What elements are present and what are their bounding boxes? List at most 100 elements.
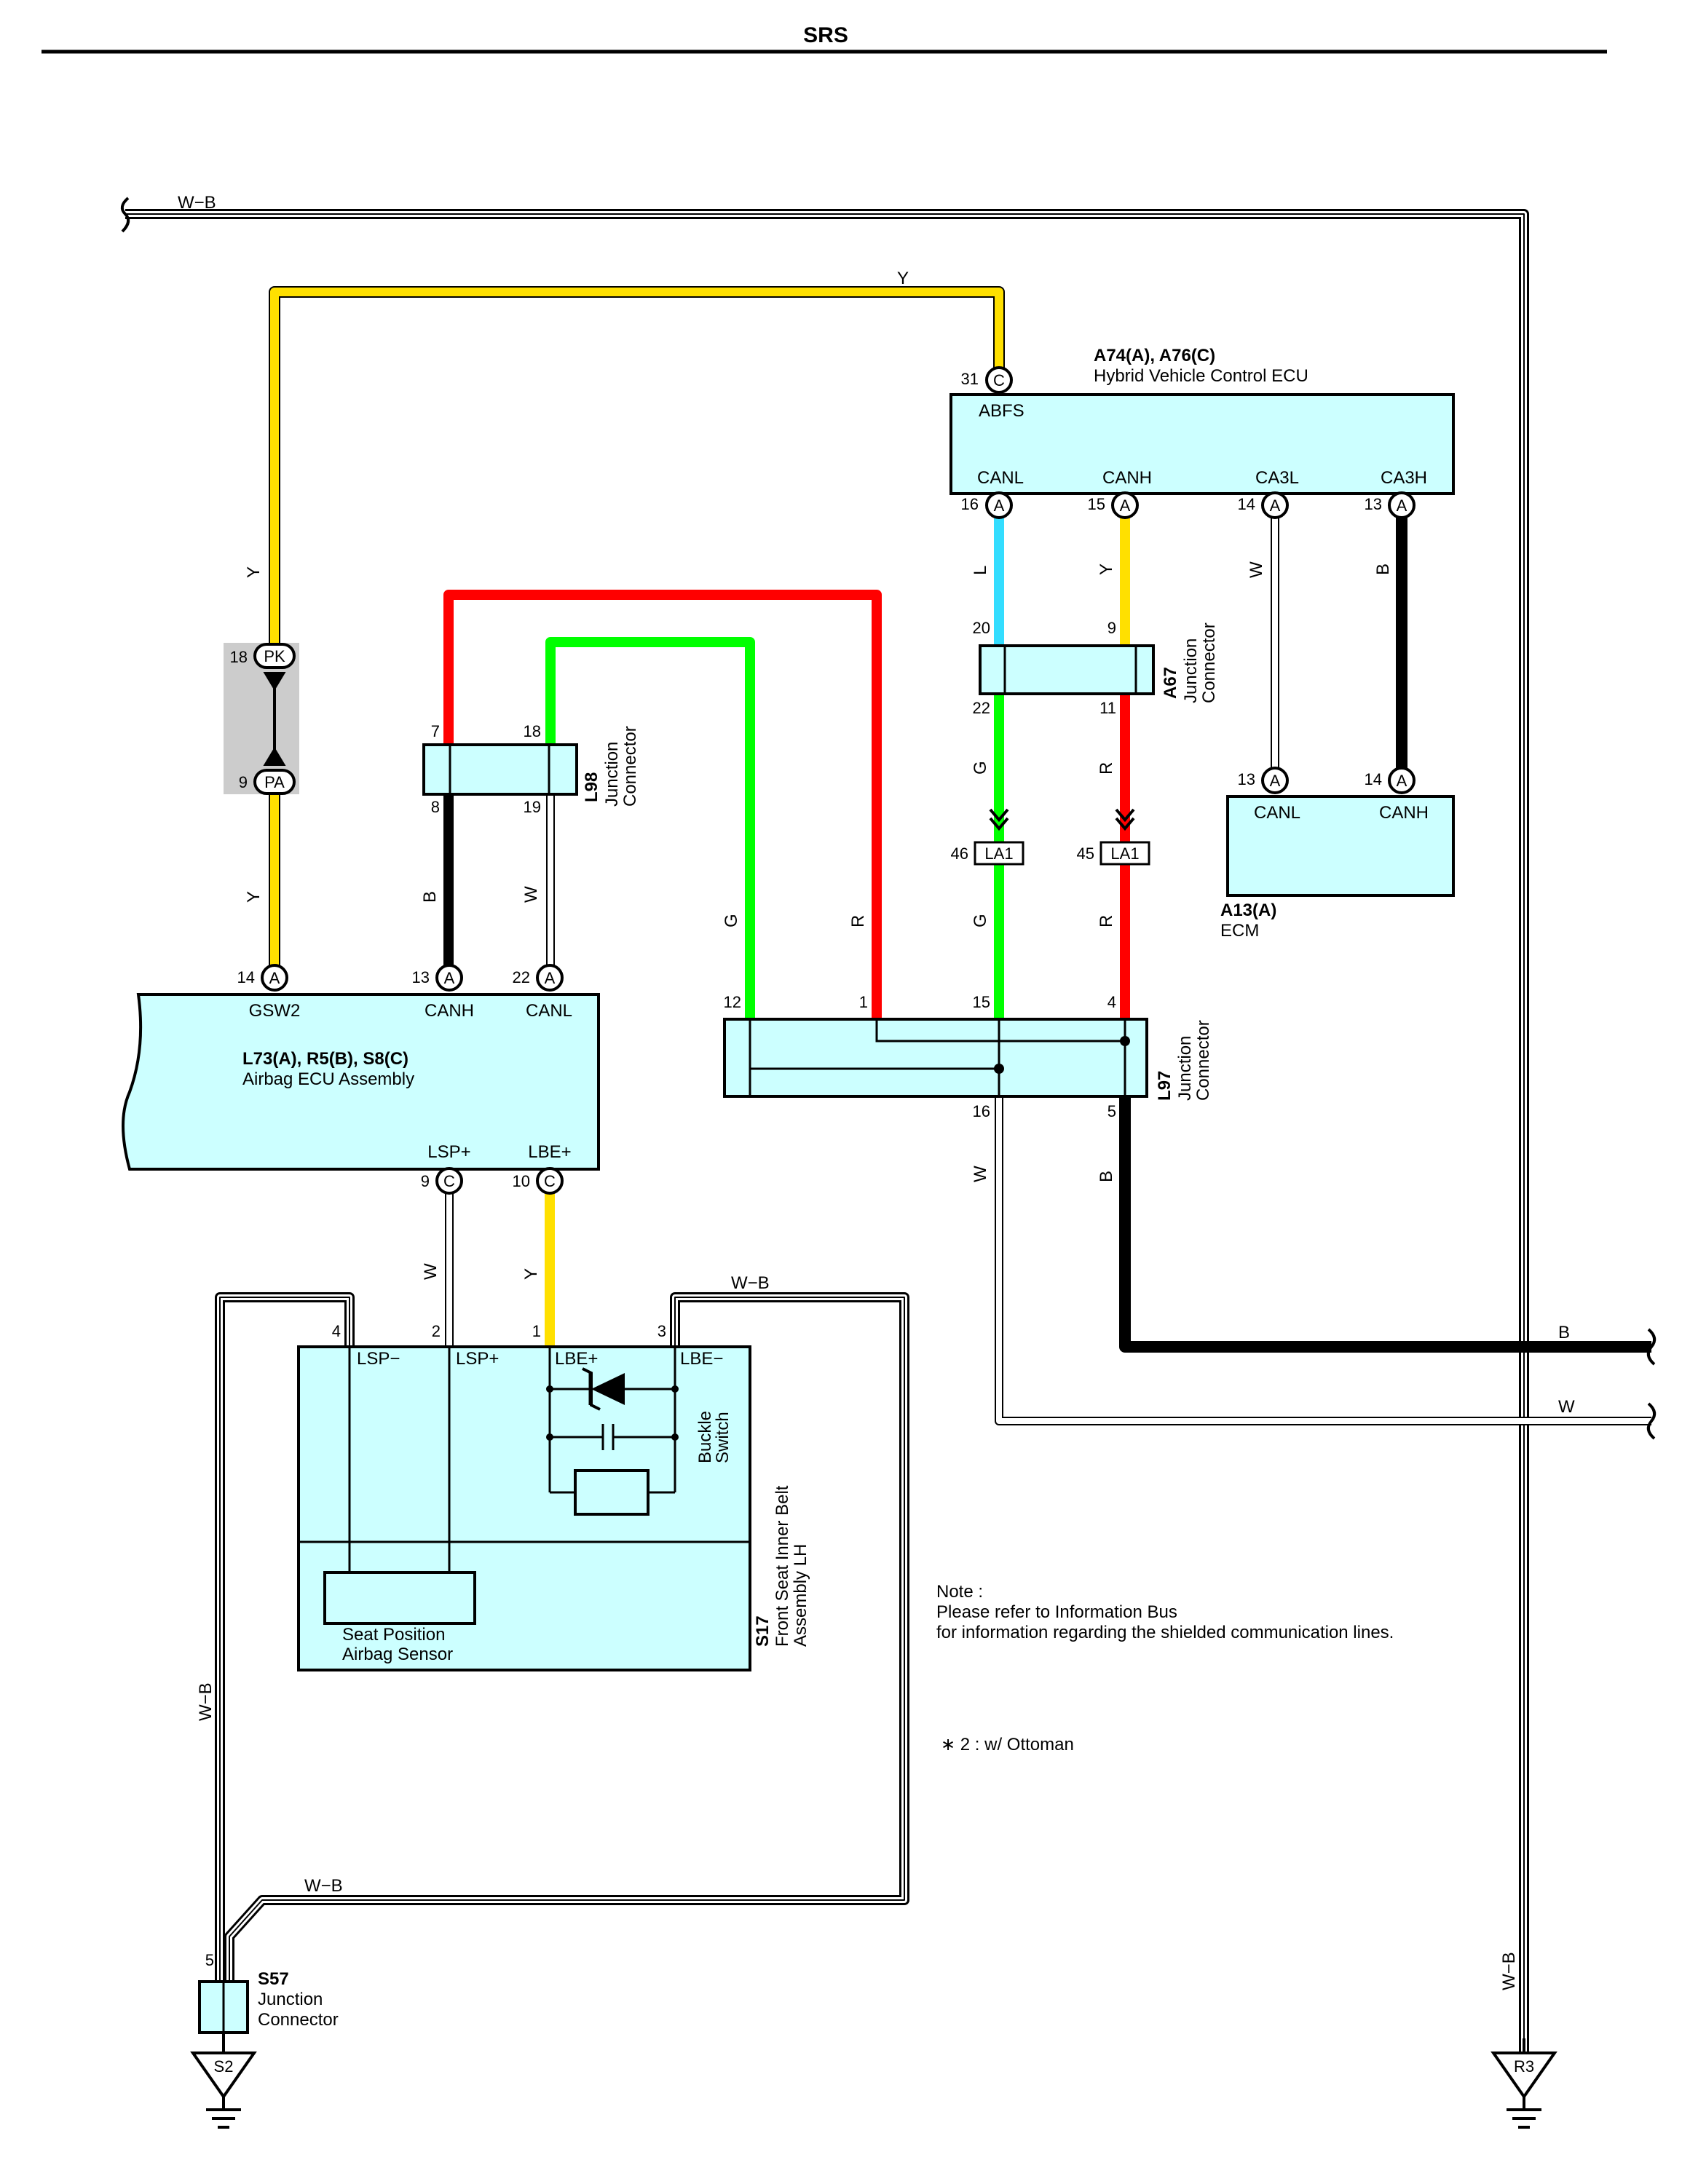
pin-a67-11: 11 <box>1099 699 1116 717</box>
s57-name2: Connector <box>258 2010 339 2030</box>
wc-l-hv: L <box>971 566 990 575</box>
pin-s57-5: 5 <box>205 1951 214 1969</box>
note-line-2: for information regarding the shielded c… <box>936 1623 1394 1642</box>
pk-pa-link-icon <box>263 672 286 766</box>
wc-r-la1: R <box>1097 915 1116 927</box>
seat-position-sensor <box>323 1571 476 1625</box>
hv-term-canl: CANL <box>977 468 1024 488</box>
pin-l97-16: 16 <box>973 1102 990 1120</box>
zener-bar <box>582 1367 601 1411</box>
wc-wb-bottom: W−B <box>304 1876 343 1896</box>
a67-name1: Junction <box>1181 638 1201 703</box>
wc-y-left-upper: Y <box>244 566 264 578</box>
s17-name2: Assembly LH <box>791 1544 810 1647</box>
airbag-term-canl: CANL <box>526 1001 572 1021</box>
conn-la1-46 <box>974 841 1024 866</box>
pin-la46: 46 <box>951 844 968 863</box>
wc-b-right: B <box>1558 1323 1570 1342</box>
wc-y-lbe: Y <box>521 1268 541 1280</box>
buckle-junction-1 <box>546 1385 553 1393</box>
buckle-junction-3 <box>546 1433 553 1441</box>
ecm-term-canl: CANL <box>1254 803 1300 823</box>
pin-l97-1: 1 <box>859 993 868 1011</box>
wc-w-l97: W <box>971 1166 990 1182</box>
ottoman-note: ∗ 2 : w/ Ottoman <box>941 1735 1074 1754</box>
conn-pk <box>253 643 296 669</box>
pin-l98-8: 8 <box>431 798 440 816</box>
buckle-label-1: Buckle <box>695 1411 715 1463</box>
conn-ecm-a-14: A <box>1397 772 1407 790</box>
conn-la1-45-label: LA1 <box>1110 844 1139 863</box>
pin-hv15: 15 <box>1088 495 1105 513</box>
l97-splice-1 <box>1120 1036 1130 1046</box>
conn-hv-c: C <box>993 371 1005 389</box>
pin-ecm14: 14 <box>1365 770 1382 788</box>
hv-term-ca3h: CA3H <box>1381 468 1427 488</box>
la1-arrows-icon <box>989 808 1135 831</box>
hv-term-canh: CANH <box>1102 468 1152 488</box>
pin-l98-18: 18 <box>524 722 541 740</box>
pin-hv31: 31 <box>961 370 979 388</box>
s57-name1: Junction <box>258 1990 323 2009</box>
s17-code: S17 <box>753 1615 773 1647</box>
wc-wb-right: W−B <box>1499 1952 1519 1990</box>
buckle-resistor <box>574 1469 649 1516</box>
conn-hv-a-14: A <box>1270 496 1281 515</box>
sensor-label-1: Seat Position <box>342 1625 445 1645</box>
pin-ab9: 9 <box>421 1172 430 1190</box>
pin-s17-1: 1 <box>532 1322 541 1340</box>
buckle-junction-4 <box>671 1433 679 1441</box>
l97-name2: Connector <box>1193 1020 1213 1101</box>
wc-wb-left: W−B <box>196 1682 216 1721</box>
wire-g-l98-l97 <box>545 637 755 1019</box>
a67-name2: Connector <box>1199 622 1219 703</box>
conn-ab-a-22: A <box>545 969 556 987</box>
airbag-term-lsp: LSP+ <box>427 1142 470 1162</box>
wc-b-ca3h: B <box>1373 563 1393 575</box>
wc-y-hv: Y <box>1097 563 1116 575</box>
airbag-code: L73(A), R5(B), S8(C) <box>242 1049 408 1069</box>
buckle-junction-2 <box>671 1385 679 1393</box>
pin-pa9: 9 <box>239 773 248 791</box>
hv-ecu-name: Hybrid Vehicle Control ECU <box>1094 366 1308 386</box>
conn-ab-c-9: C <box>443 1172 455 1190</box>
wire-b-l97-out <box>1119 1098 1651 1353</box>
wc-w-ca3l: W <box>1247 561 1266 578</box>
wc-b-l98: B <box>420 891 440 903</box>
conn-hv-a-13: A <box>1397 496 1407 515</box>
connector-circles <box>261 366 1416 1195</box>
wire-r-l98-l97 <box>443 590 882 1019</box>
l98-name2: Connector <box>620 726 640 807</box>
pin-hv14: 14 <box>1238 495 1255 513</box>
break-mark-w-right <box>1646 1402 1657 1440</box>
conn-pk-label: PK <box>264 647 285 665</box>
conn-la1-46-label: LA1 <box>984 844 1013 863</box>
wire-y-abfs-gsw2-fill <box>270 288 1003 974</box>
pin-pk18: 18 <box>230 648 248 666</box>
hv-ecu-box <box>949 393 1455 495</box>
wc-g-l97: G <box>722 914 741 927</box>
wc-y-top: Y <box>897 269 909 288</box>
l97-name1: Junction <box>1175 1036 1195 1101</box>
break-mark-b-right <box>1646 1328 1657 1366</box>
hv-ecu-code: A74(A), A76(C) <box>1094 346 1215 365</box>
wc-r-a67: R <box>1097 762 1116 775</box>
hv-term-ca3l: CA3L <box>1255 468 1299 488</box>
buckle-label-2: Switch <box>713 1412 733 1463</box>
pin-s17-2: 2 <box>432 1322 441 1340</box>
conn-ab-c-10: C <box>544 1172 556 1190</box>
airbag-ecu-box <box>122 993 600 1171</box>
sensor-label-2: Airbag Sensor <box>342 1645 453 1664</box>
s17-name1: Front Seat Inner Belt <box>773 1485 792 1647</box>
a67-box <box>979 644 1155 695</box>
pin-s17-3: 3 <box>658 1322 666 1340</box>
conn-hv-a-16: A <box>994 496 1005 515</box>
l97-splice-2 <box>994 1064 1004 1074</box>
conn-ab-a-13: A <box>444 969 455 987</box>
pin-ecm13: 13 <box>1238 770 1255 788</box>
ground-r3-icon <box>1490 2038 1557 2129</box>
s17-term-lbem: LBE− <box>680 1349 723 1369</box>
zener-diode-icon <box>591 1373 625 1405</box>
conn-ecm-a-13: A <box>1270 772 1281 790</box>
pin-a67-22: 22 <box>973 699 990 717</box>
